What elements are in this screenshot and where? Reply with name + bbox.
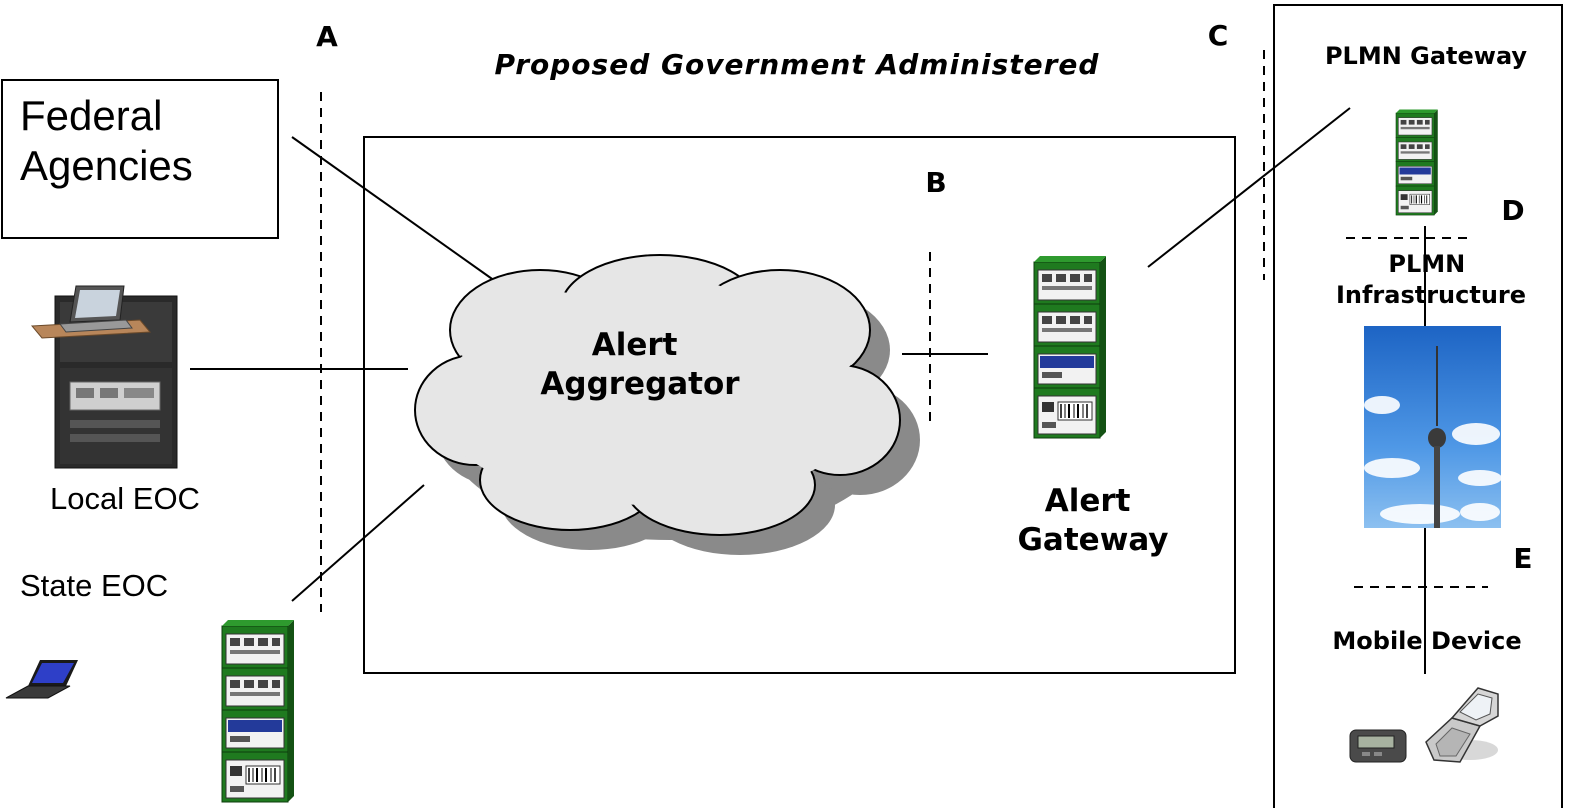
pager-icon	[1349, 729, 1407, 763]
federal-agencies-box	[1, 79, 279, 239]
plmn-box	[1273, 4, 1563, 808]
local-eoc-workstation-icon	[30, 285, 178, 469]
federal-to-aggregator-line	[291, 136, 496, 282]
alert-gateway-line1: Alert	[1045, 483, 1131, 519]
federal-agencies-line2: Agencies	[20, 142, 193, 189]
mobile-phone-icon	[1425, 687, 1499, 763]
state-eoc-server-icon	[221, 619, 295, 803]
reference-point-c-label: C	[1208, 19, 1229, 52]
reference-point-b-label: B	[925, 166, 946, 199]
alert-aggregator-line1: Alert	[592, 327, 678, 363]
alert-gateway-label: Alert Gateway	[1017, 483, 1168, 558]
alert-gateway-line2: Gateway	[1017, 522, 1168, 558]
local-eoc-label: Local EOC	[50, 481, 200, 516]
diagram-title: Proposed Government Administered	[495, 48, 1100, 81]
reference-point-a-label: A	[316, 20, 338, 53]
cell-tower-image	[1364, 326, 1502, 528]
plmn-infrastructure-line1: PLMN	[1388, 250, 1465, 278]
state-eoc-to-aggregator-line	[291, 484, 425, 602]
plmn-infrastructure-label: PLMN Infrastructure	[1336, 250, 1526, 309]
reference-point-d-label: D	[1501, 194, 1524, 227]
alert-aggregator-label: Alert Aggregator	[540, 327, 740, 402]
alert-gateway-server-icon	[1033, 255, 1107, 439]
plmn-gateway-server-icon	[1395, 108, 1439, 216]
plmn-gateway-label: PLMN Gateway	[1325, 42, 1527, 70]
reference-point-e-label: E	[1513, 542, 1532, 575]
state-eoc-laptop-icon	[5, 660, 78, 699]
alert-aggregator-line2: Aggregator	[540, 366, 740, 402]
government-administered-box	[363, 136, 1236, 674]
mobile-device-label: Mobile Device	[1332, 627, 1521, 655]
alert-aggregator-cloud	[414, 254, 920, 555]
federal-agencies-line1: Federal	[20, 92, 162, 139]
plmn-infrastructure-line2: Infrastructure	[1336, 281, 1526, 309]
federal-agencies-label: Federal Agencies	[20, 92, 193, 189]
gateway-to-plmn-line	[1147, 107, 1351, 268]
state-eoc-label: State EOC	[20, 568, 168, 603]
